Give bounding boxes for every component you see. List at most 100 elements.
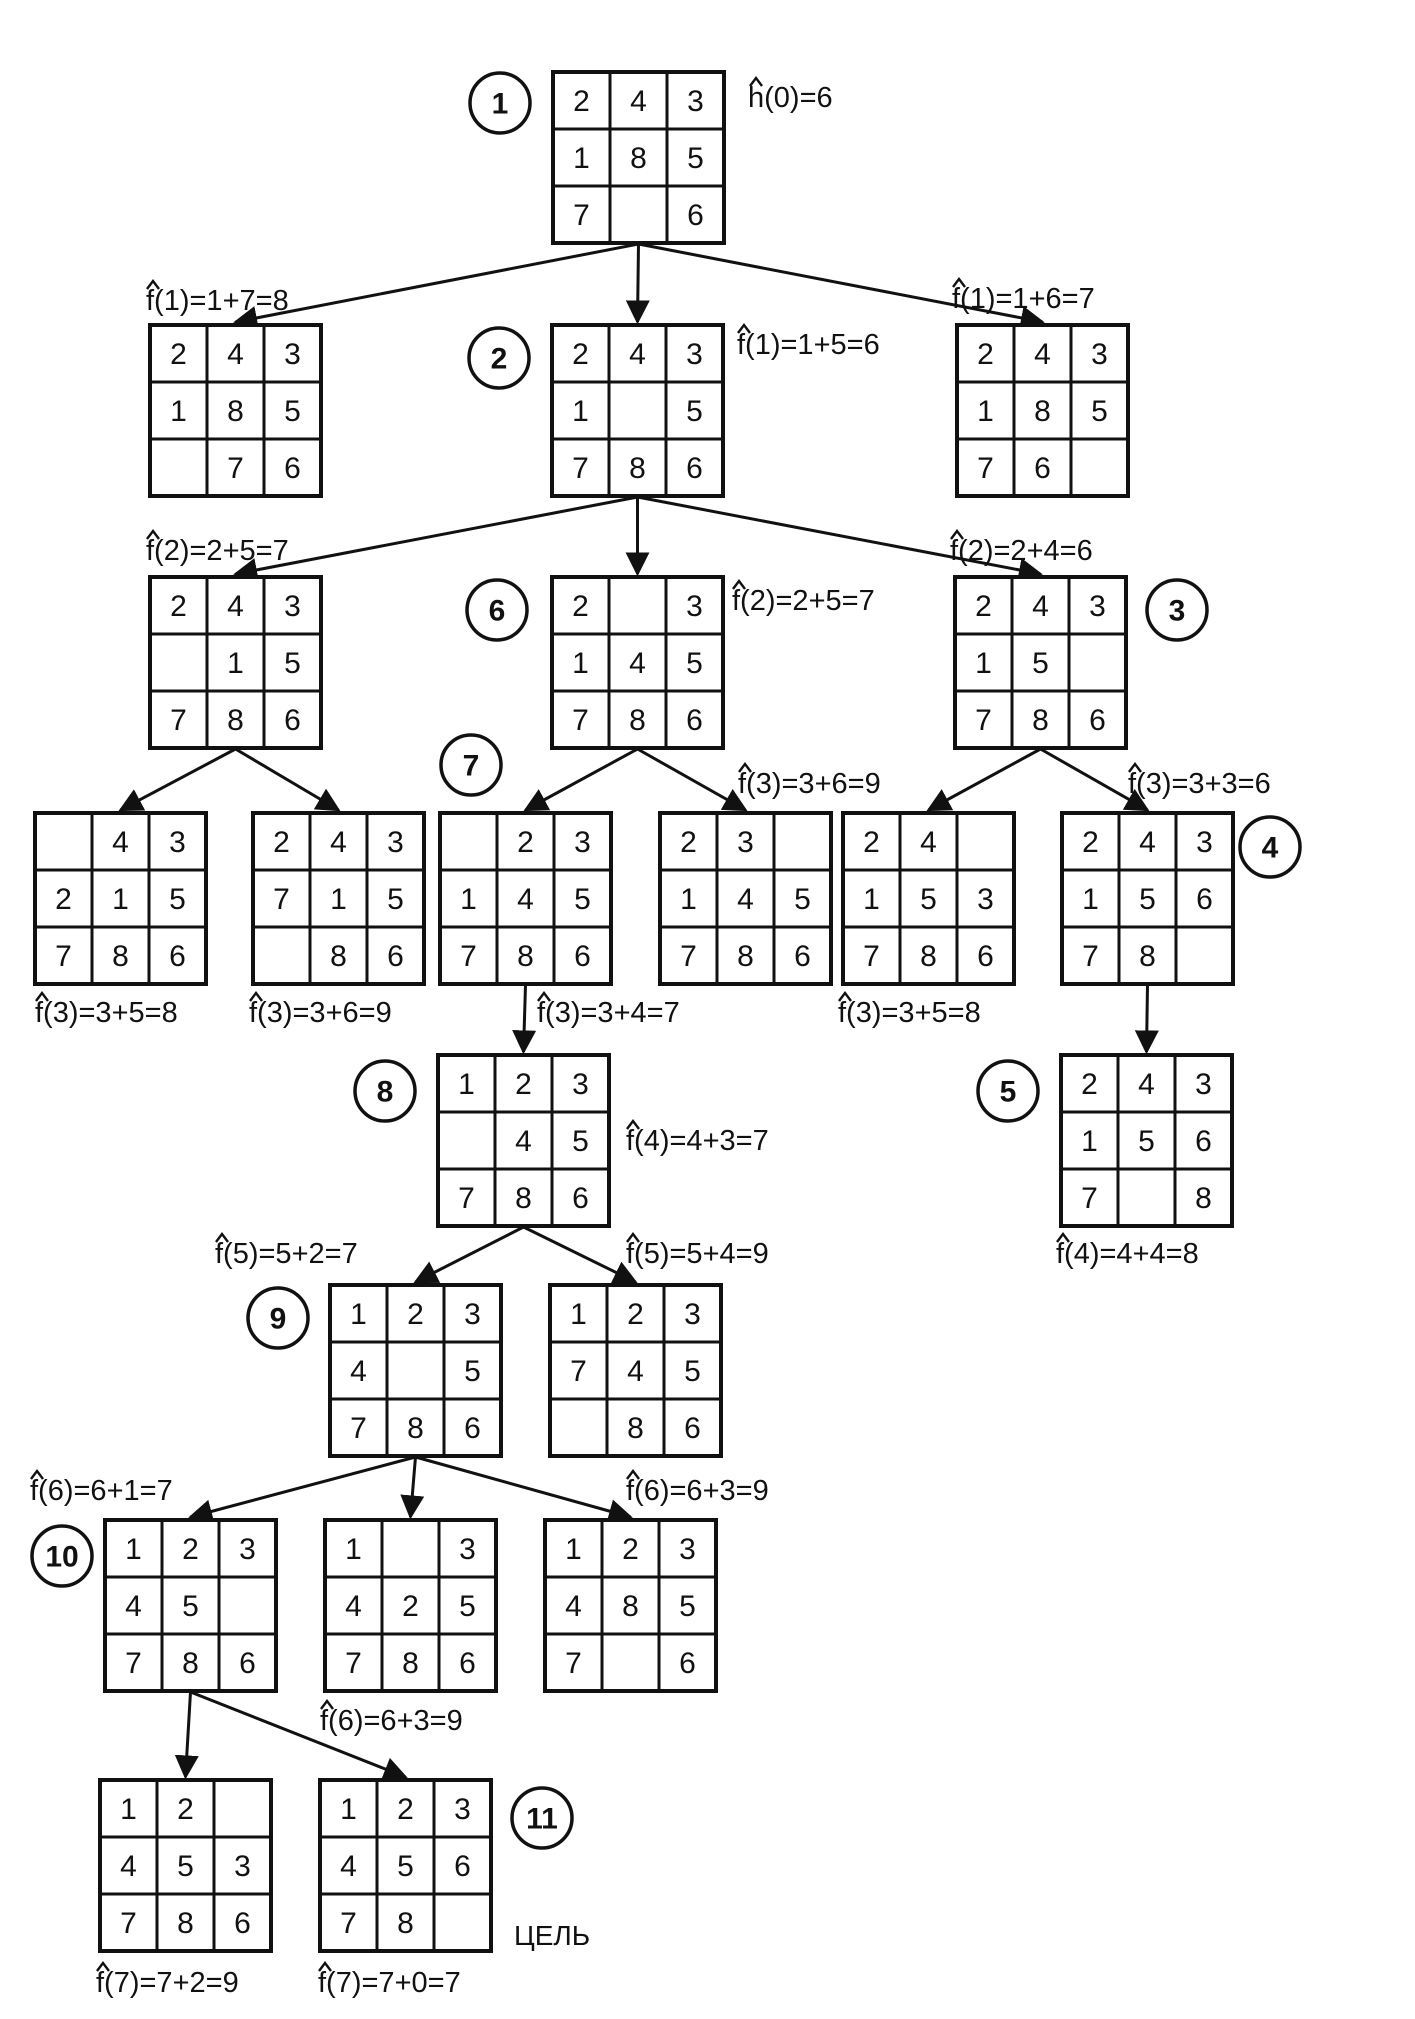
- edge-arrow: [234, 747, 341, 812]
- puzzle-cell: [664, 632, 725, 693]
- puzzle-cell: [1173, 1110, 1234, 1171]
- tile-number: 1: [125, 1533, 142, 1566]
- puzzle-board-frame: [318, 1778, 493, 1953]
- puzzle-cell: [493, 1110, 554, 1171]
- tile-number: 6: [464, 1412, 481, 1445]
- tile-number: 2: [975, 590, 992, 623]
- badge-circle: [1145, 578, 1209, 642]
- tile-number: 5: [686, 395, 703, 428]
- edge-arrow: [174, 1691, 199, 1780]
- hat-accent-icon: [838, 991, 852, 1002]
- expansion-order-badge: 11: [510, 1786, 574, 1850]
- hat-accent-icon: [96, 1961, 110, 1972]
- puzzle-cell: [90, 811, 151, 872]
- tile-number: 3: [686, 590, 703, 623]
- puzzle-cell: [600, 1632, 661, 1693]
- tile-number: 6: [574, 940, 591, 973]
- cost-label: f(5)=5+2=7: [215, 1238, 358, 1270]
- puzzle-board-frame: [148, 575, 323, 750]
- puzzle-cell: [772, 811, 833, 872]
- puzzle-cell: [1010, 632, 1071, 693]
- cost-label: f(6)=6+3=9: [626, 1475, 769, 1507]
- tile-number: 4: [630, 85, 647, 118]
- puzzle-cell: [658, 868, 719, 929]
- edge-arrow: [512, 984, 537, 1055]
- hat-accent-icon: [950, 529, 964, 540]
- hat-accent-icon: [737, 323, 751, 334]
- tile-number: 4: [112, 826, 129, 859]
- puzzle-cell: [147, 811, 208, 872]
- cost-label: f(3)=3+6=9: [738, 768, 881, 800]
- tile-number: 7: [570, 1355, 587, 1388]
- tile-number: 7: [573, 199, 590, 232]
- tile-number: 8: [920, 940, 937, 973]
- badge-circle: [246, 1286, 310, 1350]
- edge-arrow: [233, 242, 639, 330]
- tile-number: 4: [920, 826, 937, 859]
- badge-number: 9: [270, 1303, 287, 1336]
- expansion-order-badge: 9: [246, 1286, 310, 1350]
- tile-number: 3: [169, 826, 186, 859]
- tile-number: 7: [55, 940, 72, 973]
- tile-number: 3: [679, 1533, 696, 1566]
- tile-number: 7: [460, 940, 477, 973]
- puzzle-cell: [955, 811, 1016, 872]
- tile-number: 5: [284, 395, 301, 428]
- puzzle-cell: [607, 689, 668, 750]
- badge-circle: [467, 326, 531, 390]
- puzzle-board-frame: [955, 323, 1130, 498]
- edge-arrow: [638, 242, 1045, 330]
- puzzle-cell: [217, 1575, 278, 1636]
- puzzle-cell: [608, 127, 669, 188]
- tile-number: 8: [227, 395, 244, 428]
- tile-number: 8: [1032, 704, 1049, 737]
- puzzle-cell: [251, 925, 312, 986]
- tile-number: 6: [284, 452, 301, 485]
- puzzle-cell: [160, 1632, 221, 1693]
- tile-number: 5: [684, 1355, 701, 1388]
- puzzle-cell: [385, 1340, 446, 1401]
- badge-number: 4: [1262, 832, 1279, 865]
- puzzle-cell: [955, 925, 1016, 986]
- badge-circle: [30, 1524, 94, 1588]
- puzzle-board-frame: [98, 1778, 273, 1953]
- tile-number: 2: [177, 1793, 194, 1826]
- tile-number: 6: [794, 940, 811, 973]
- tile-number: 7: [572, 704, 589, 737]
- tile-number: 7: [863, 940, 880, 973]
- hat-accent-icon: [626, 1469, 640, 1480]
- expansion-order-badge: 2: [467, 326, 531, 390]
- puzzle-board-frame: [550, 575, 725, 750]
- edge-arrow: [1134, 984, 1159, 1055]
- puzzle-board-frame: [33, 811, 208, 986]
- tile-number: 4: [629, 338, 646, 371]
- tile-number: 6: [684, 1412, 701, 1445]
- cost-label: f(3)=3+6=9: [249, 997, 392, 1029]
- tile-number: 4: [629, 647, 646, 680]
- tile-number: 1: [460, 883, 477, 916]
- tile-number: 6: [687, 199, 704, 232]
- puzzle-cell: [1067, 575, 1128, 636]
- tile-number: 5: [459, 1590, 476, 1623]
- edge-arrow: [522, 1225, 638, 1284]
- tile-number: 2: [55, 883, 72, 916]
- tile-number: 1: [573, 142, 590, 175]
- puzzle-board-frame: [841, 811, 1016, 986]
- puzzle-cell: [323, 1632, 384, 1693]
- tile-number: 3: [574, 826, 591, 859]
- tile-number: 5: [686, 647, 703, 680]
- puzzle-cell: [432, 1892, 493, 1953]
- tile-number: 5: [284, 647, 301, 680]
- tile-number: 5: [397, 1850, 414, 1883]
- tile-number: 6: [686, 452, 703, 485]
- puzzle-cell: [600, 1518, 661, 1579]
- puzzle-board-frame: [551, 70, 726, 245]
- tile-number: 1: [1082, 883, 1099, 916]
- tile-number: 3: [977, 883, 994, 916]
